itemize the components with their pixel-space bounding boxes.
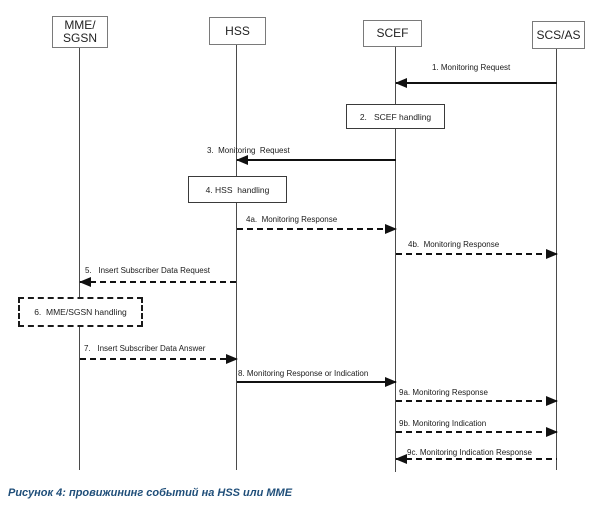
participant-box-mme-sgsn: MME/ SGSN (52, 16, 108, 48)
message-arrow-9b (396, 427, 558, 437)
message-label-4a: 4a. Monitoring Response (246, 215, 338, 224)
message-label-3: 3. Monitoring Request (207, 146, 290, 155)
message-label-7: 7. Insert Subscriber Data Answer (84, 344, 206, 353)
action-box-scef-handling: 2. SCEF handling (346, 104, 445, 129)
message-arrow-1 (395, 78, 557, 88)
participant-box-scs-as: SCS/AS (532, 21, 585, 49)
message-arrow-9a (396, 396, 558, 406)
message-label-5: 5. Insert Subscriber Data Request (85, 266, 210, 275)
participant-box-hss: HSS (209, 17, 266, 45)
message-label-8: 8. Monitoring Response or Indication (238, 369, 369, 378)
lifeline-scef (395, 47, 396, 472)
message-label-9a: 9a. Monitoring Response (399, 388, 488, 397)
message-arrow-4b (396, 249, 558, 259)
action-box-hss-handling: 4. HSS handling (188, 176, 287, 203)
message-label-9c: 9c. Monitoring Indication Response (407, 448, 532, 457)
message-arrow-9c (395, 454, 557, 464)
figure-caption: Рисунок 4: провижининг событий на HSS ил… (8, 487, 293, 499)
message-arrow-8 (237, 377, 397, 387)
message-label-4b: 4b. Monitoring Response (408, 240, 500, 249)
message-arrow-4a (237, 224, 397, 234)
message-label-1: 1. Monitoring Request (432, 63, 511, 72)
lifeline-scs-as (556, 49, 557, 470)
action-box-mme-sgsn-handling: 6. MME/SGSN handling (18, 297, 143, 327)
message-arrow-5 (79, 277, 237, 287)
participant-box-scef: SCEF (363, 20, 422, 47)
message-arrow-7 (80, 354, 238, 364)
lifeline-mme-sgsn (79, 48, 80, 470)
message-arrow-3 (236, 155, 396, 165)
lifeline-hss (236, 45, 237, 470)
message-label-9b: 9b. Monitoring Indication (399, 419, 487, 428)
